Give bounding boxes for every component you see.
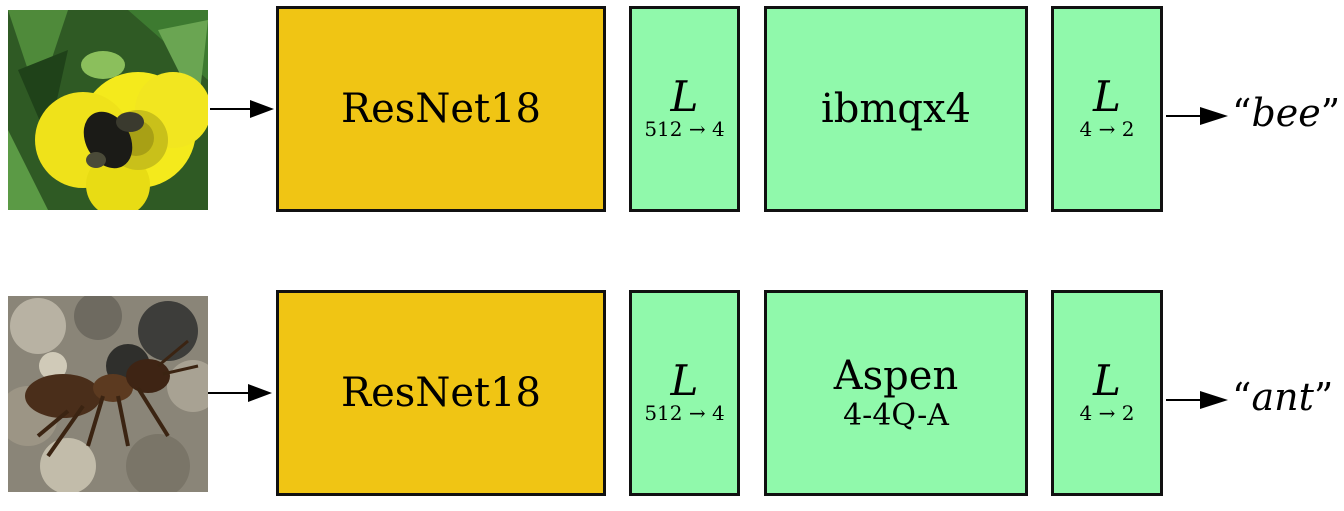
- bee-photo: [8, 10, 208, 210]
- quantum-processor-block: ibmqx4: [764, 6, 1028, 212]
- close-quote: ”: [1320, 91, 1341, 135]
- linear-symbol: L: [670, 356, 699, 406]
- qpu-label: Aspen: [833, 352, 959, 399]
- linear-layer-in: L 512 → 4: [629, 290, 740, 496]
- linear-dims: 4 → 2: [1079, 400, 1135, 425]
- pipeline-row-ant: ResNet18 L 512 → 4 Aspen 4-4Q-A L 4 → 2 …: [0, 288, 1344, 498]
- linear-dims: 512 → 4: [644, 400, 725, 425]
- quantum-processor-block: Aspen 4-4Q-A: [764, 290, 1028, 496]
- qpu-label: ibmqx4: [821, 86, 971, 132]
- linear-dims: 4 → 2: [1079, 116, 1135, 141]
- resnet18-block: ResNet18: [276, 290, 606, 496]
- prediction-output: “bee”: [1232, 94, 1340, 132]
- open-quote: “: [1232, 375, 1252, 419]
- linear-layer-in: L 512 → 4: [629, 6, 740, 212]
- open-quote: “: [1232, 91, 1252, 135]
- input-arrow: [208, 383, 272, 403]
- input-arrow: [210, 99, 274, 119]
- ant-photo: [8, 296, 208, 492]
- output-arrow: [1166, 106, 1228, 126]
- ant-image: [8, 296, 208, 492]
- prediction-word: ant: [1251, 375, 1314, 419]
- linear-symbol: L: [1093, 356, 1121, 406]
- pipeline-row-bee: ResNet18 L 512 → 4 ibmqx4 L 4 → 2 “bee”: [0, 4, 1344, 214]
- linear-symbol: L: [670, 72, 699, 122]
- output-arrow: [1166, 390, 1228, 410]
- bee-image: [8, 10, 208, 210]
- backbone-label: ResNet18: [341, 370, 541, 416]
- qpu-sublabel: 4-4Q-A: [843, 397, 949, 433]
- prediction-output: “ant”: [1232, 378, 1333, 416]
- linear-symbol: L: [1093, 72, 1121, 122]
- linear-layer-out: L 4 → 2: [1051, 6, 1163, 212]
- resnet18-block: ResNet18: [276, 6, 606, 212]
- linear-layer-out: L 4 → 2: [1051, 290, 1163, 496]
- backbone-label: ResNet18: [341, 86, 541, 132]
- prediction-word: bee: [1251, 91, 1321, 135]
- close-quote: ”: [1313, 375, 1334, 419]
- linear-dims: 512 → 4: [644, 116, 725, 141]
